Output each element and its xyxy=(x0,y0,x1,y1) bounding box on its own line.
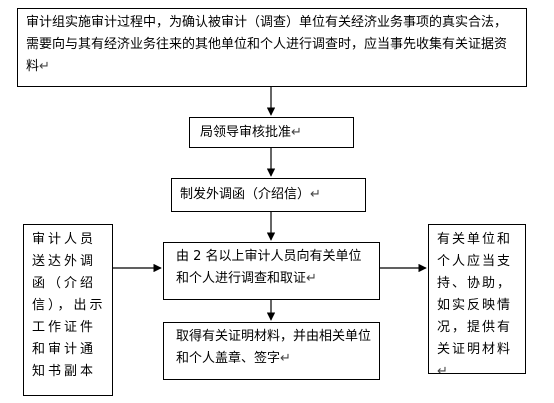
side-right-unit-duties: 有关单位和个人应当支持、协助，如实反映情况，提供有关证明材料 ↵ xyxy=(428,224,526,374)
step-issue-letter-text: 制发外调函（介绍信） xyxy=(180,187,311,202)
return-mark: ↵ xyxy=(306,271,317,286)
step-collect-evidence-text: 审计组实施审计过程中，为确认被审计（调查）单位有关经济业务事项的真实合法，需要向… xyxy=(26,15,508,74)
step-obtain-proof-text: 取得有关证明材料，并由相关单位和个人盖章、签字 xyxy=(176,329,372,366)
step-collect-evidence: 审计组实施审计过程中，为确认被审计（调查）单位有关经济业务事项的真实合法，需要向… xyxy=(17,8,527,87)
side-left-auditor-duties: 审计人员送达外调函（介绍信），出示工作证件和审计通知书副本 xyxy=(23,224,113,396)
step-leader-approval: 局领导审核批准↵ xyxy=(189,117,354,148)
return-mark: ↵ xyxy=(39,59,50,74)
step-issue-letter: 制发外调函（介绍信）↵ xyxy=(171,178,366,212)
step-investigate: 由 2 名以上审计人员向有关单位和个人进行调查和取证↵ xyxy=(163,242,380,300)
step-investigate-text: 由 2 名以上审计人员向有关单位和个人进行调查和取证 xyxy=(176,249,362,286)
return-mark: ↵ xyxy=(280,351,291,366)
side-left-text: 审计人员送达外调函（介绍信），出示工作证件和审计通知书副本 xyxy=(32,232,106,379)
return-mark: ↵ xyxy=(291,125,302,140)
side-right-text: 有关单位和个人应当支持、协助，如实反映情况，提供有关证明材料 xyxy=(437,232,513,357)
return-mark: ↵ xyxy=(437,364,450,374)
step-leader-approval-text: 局领导审核批准 xyxy=(200,125,292,140)
step-obtain-proof: 取得有关证明材料，并由相关单位和个人盖章、签字↵ xyxy=(163,322,380,380)
return-mark: ↵ xyxy=(310,187,321,202)
